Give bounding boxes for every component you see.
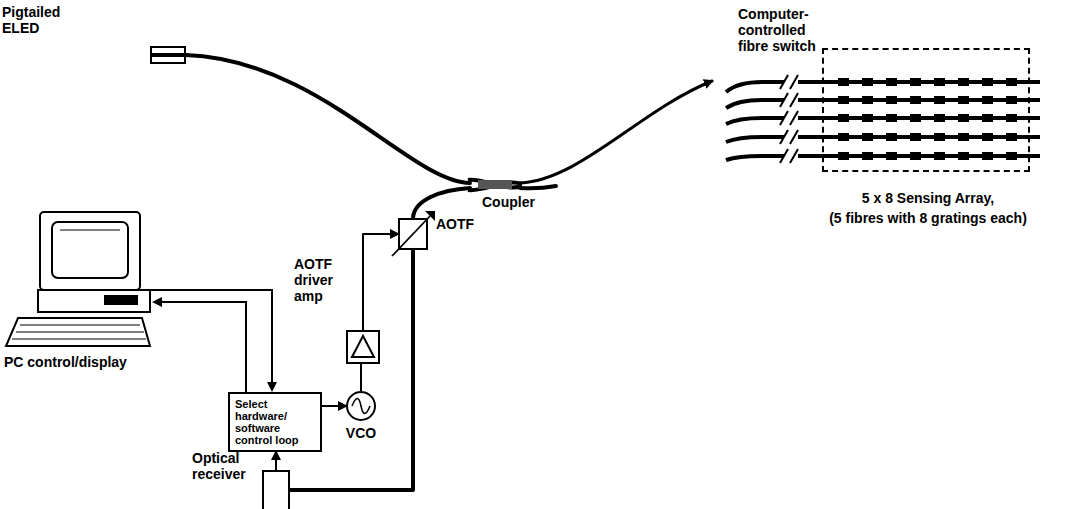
node-outline bbox=[150, 46, 186, 64]
break-mark bbox=[780, 74, 798, 164]
signal-connector bbox=[360, 364, 362, 391]
node-outline bbox=[398, 218, 428, 250]
component-node: Pigtailed ELED bbox=[150, 46, 186, 64]
component-node: AOTF driver amp bbox=[346, 330, 380, 364]
component-node: Optical receiver bbox=[262, 470, 290, 509]
component-label: Pigtailed ELED bbox=[2, 4, 82, 36]
component-node: VCO bbox=[346, 391, 376, 421]
node-outline bbox=[346, 330, 380, 364]
box-text: Select hardware/ software control loop bbox=[230, 394, 320, 450]
label-group: VCO bbox=[331, 425, 391, 441]
label-group: Optical receiver bbox=[192, 450, 260, 482]
signal-connector bbox=[363, 234, 398, 330]
component-label: AOTF driver amp bbox=[294, 256, 348, 304]
diagram-label: Coupler bbox=[482, 194, 562, 210]
optical-fibre bbox=[186, 55, 712, 218]
component-node: AOTF bbox=[398, 218, 428, 250]
label-group: 5 x 8 Sensing Array,(5 fibres with 8 gra… bbox=[794, 188, 1062, 228]
label-group: Pigtailed ELED bbox=[2, 4, 82, 36]
diagram-label: Computer-controlled fibre switch bbox=[738, 6, 838, 54]
label-group: AOTF driver amp bbox=[294, 256, 348, 304]
pc-illustration bbox=[6, 212, 150, 346]
signal-connector bbox=[275, 452, 277, 470]
signal-connector bbox=[322, 405, 346, 407]
diagram-label: PC control/display bbox=[4, 354, 174, 370]
component-label: AOTF bbox=[436, 216, 496, 232]
fibre-connector bbox=[290, 250, 413, 490]
control-link bbox=[150, 290, 272, 392]
node-outline bbox=[346, 391, 376, 421]
component-label: Optical receiver bbox=[192, 450, 260, 482]
bragg-grating bbox=[838, 78, 1017, 160]
component-node: Select hardware/ software control loop bbox=[228, 392, 322, 452]
component-label: (5 fibres with 8 gratings each) bbox=[794, 208, 1062, 228]
component-node: 5 x 8 Sensing Array,(5 fibres with 8 gra… bbox=[822, 48, 1030, 172]
fibre-coupler bbox=[468, 180, 522, 190]
component-label: VCO bbox=[331, 425, 391, 441]
array-fibre bbox=[726, 82, 1040, 160]
component-label: 5 x 8 Sensing Array, bbox=[794, 188, 1062, 208]
label-group: AOTF bbox=[436, 216, 496, 232]
